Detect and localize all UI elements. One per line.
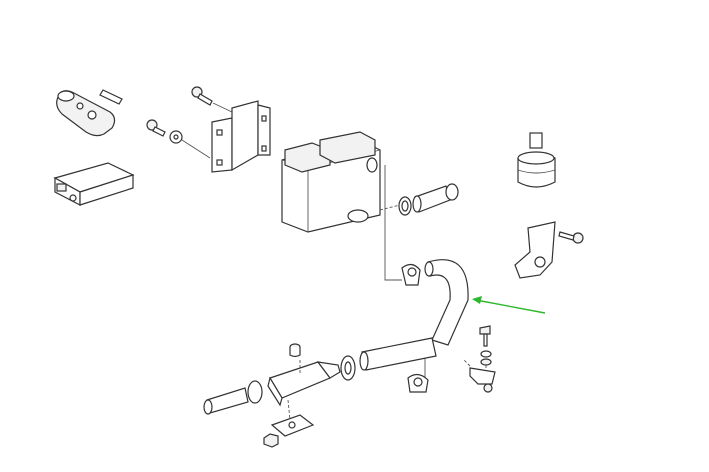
- heater-unit: [281, 131, 381, 233]
- fuse: [99, 89, 123, 105]
- exhaust-pipe-bend: [424, 259, 469, 346]
- nut: [263, 433, 279, 448]
- washer: [480, 350, 492, 358]
- gasket-plate: [270, 414, 315, 437]
- mounting-bracket: [211, 100, 271, 173]
- remote-key-fob: [56, 90, 116, 137]
- pipe-clamp: [407, 373, 429, 393]
- rubber-damper: [517, 132, 556, 188]
- washer: [480, 358, 492, 366]
- muffler: [267, 361, 341, 407]
- bolt: [191, 86, 213, 106]
- mount-bracket-small: [469, 367, 496, 393]
- support-bracket: [514, 221, 556, 279]
- exhaust-inlet-pipe: [203, 387, 249, 415]
- exhaust-pipe-straight: [359, 337, 437, 371]
- hose-clamp: [398, 196, 412, 216]
- bolt: [479, 325, 491, 347]
- intake-pipe: [412, 185, 451, 213]
- hose-clamp: [445, 183, 459, 201]
- hose-clamp: [340, 355, 356, 381]
- bolt: [558, 231, 584, 244]
- cap: [289, 343, 301, 358]
- bolt: [146, 119, 166, 137]
- hose-clamp: [247, 380, 263, 404]
- washer: [169, 130, 183, 144]
- pipe-clamp: [401, 263, 421, 286]
- control-module: [53, 162, 135, 206]
- highlight-arrow: [472, 296, 546, 314]
